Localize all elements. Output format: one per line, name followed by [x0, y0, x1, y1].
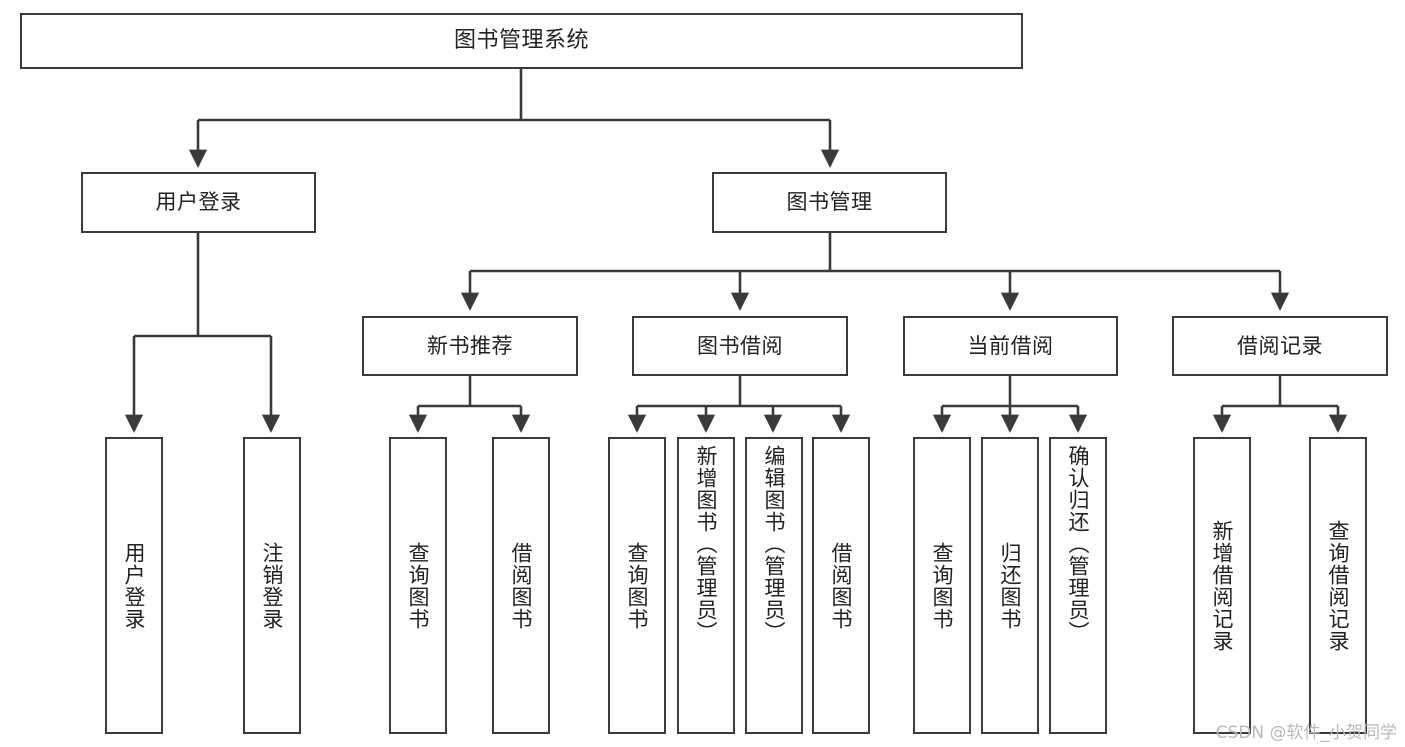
leaf-return-book[interactable]: 归还图书 [981, 437, 1039, 734]
leaf-logout-label: 注销登录 [260, 541, 285, 630]
node-book-manage[interactable]: 图书管理 [712, 172, 947, 233]
leaf-edit-book-label: 编辑图书（管理员） [762, 445, 787, 643]
leaf-user-login-label: 用户登录 [122, 541, 147, 630]
node-user-login-label: 用户登录 [155, 190, 242, 215]
node-book-manage-label: 图书管理 [786, 190, 873, 215]
leaf-user-login[interactable]: 用户登录 [105, 437, 163, 734]
leaf-borrow-book-2[interactable]: 借阅图书 [812, 437, 870, 734]
node-root[interactable]: 图书管理系统 [20, 13, 1023, 69]
leaf-query-book-2[interactable]: 查询图书 [608, 437, 666, 734]
leaf-add-book[interactable]: 新增图书（管理员） [677, 437, 735, 734]
node-borrow-record-label: 借阅记录 [1237, 333, 1323, 358]
leaf-query-book-1-label: 查询图书 [406, 541, 431, 630]
leaf-edit-book[interactable]: 编辑图书（管理员） [745, 437, 803, 734]
node-book-borrow-label: 图书借阅 [697, 333, 783, 358]
leaf-query-record[interactable]: 查询借阅记录 [1309, 437, 1367, 734]
leaf-add-record[interactable]: 新增借阅记录 [1193, 437, 1251, 734]
node-current-borrow-label: 当前借阅 [967, 333, 1054, 358]
watermark: CSDN @软件_小贺同学 [1215, 723, 1397, 743]
leaf-query-book-3-label: 查询图书 [930, 541, 955, 630]
node-current-borrow[interactable]: 当前借阅 [903, 316, 1118, 376]
leaf-confirm-return-label: 确认归还（管理员） [1066, 445, 1091, 643]
leaf-confirm-return[interactable]: 确认归还（管理员） [1049, 437, 1107, 734]
node-borrow-record[interactable]: 借阅记录 [1172, 316, 1388, 376]
node-new-book-rec[interactable]: 新书推荐 [362, 316, 578, 376]
leaf-borrow-book-1-label: 借阅图书 [509, 541, 534, 630]
leaf-borrow-book-1[interactable]: 借阅图书 [492, 437, 550, 734]
leaf-query-book-3[interactable]: 查询图书 [913, 437, 971, 734]
node-book-borrow[interactable]: 图书借阅 [632, 316, 848, 376]
leaf-add-record-label: 新增借阅记录 [1210, 519, 1235, 652]
leaf-return-book-label: 归还图书 [998, 541, 1023, 630]
leaf-borrow-book-2-label: 借阅图书 [829, 541, 854, 630]
leaf-logout[interactable]: 注销登录 [243, 437, 301, 734]
leaf-query-record-label: 查询借阅记录 [1326, 519, 1351, 652]
leaf-query-book-1[interactable]: 查询图书 [389, 437, 447, 734]
node-user-login[interactable]: 用户登录 [81, 172, 316, 233]
leaf-add-book-label: 新增图书（管理员） [694, 445, 719, 643]
leaf-query-book-2-label: 查询图书 [625, 541, 650, 630]
node-root-label: 图书管理系统 [453, 28, 589, 54]
node-new-book-rec-label: 新书推荐 [427, 333, 513, 358]
